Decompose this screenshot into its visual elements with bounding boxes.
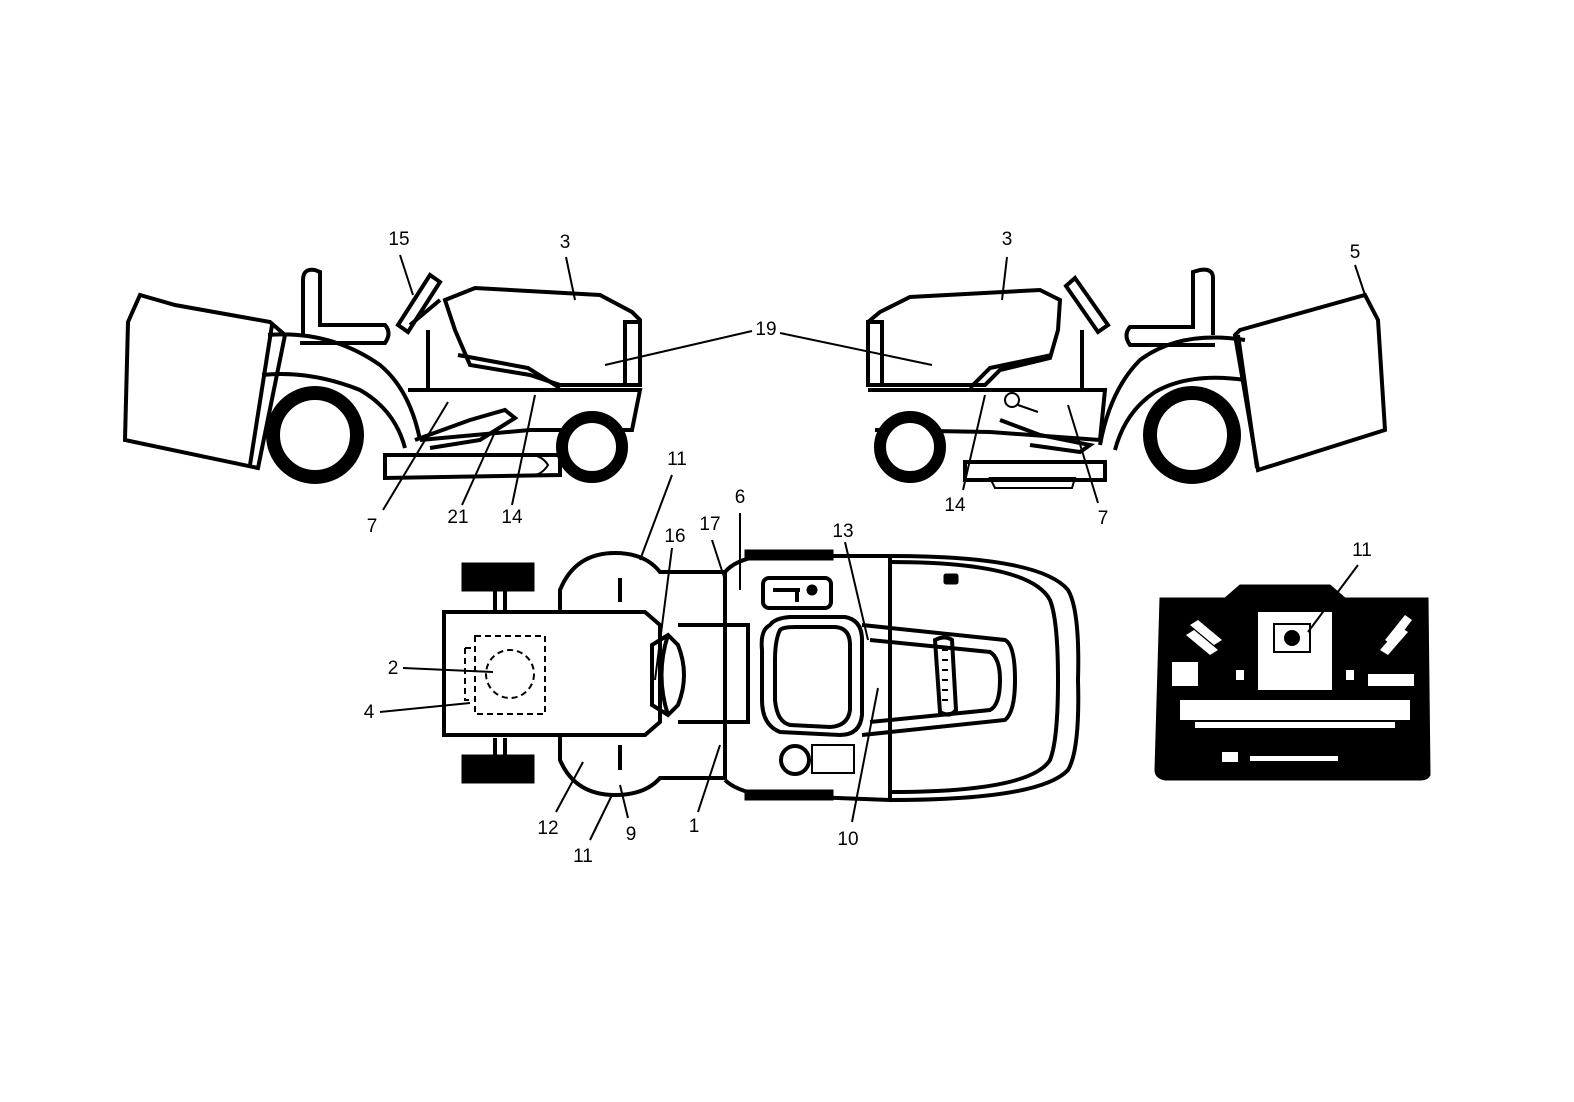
callout-label: 7 — [1098, 508, 1109, 529]
callout-label: 19 — [755, 319, 776, 340]
callout-label: 17 — [699, 514, 720, 535]
callout-label: 13 — [832, 521, 853, 542]
callout-label: 3 — [560, 232, 571, 253]
callout-label: 15 — [388, 229, 409, 250]
callout-label: 11 — [667, 449, 687, 470]
callout-label: 11 — [573, 846, 593, 867]
right-side-view — [866, 267, 1388, 489]
callout-label: 16 — [664, 526, 685, 547]
rear-view — [1154, 584, 1431, 781]
callout-label: 21 — [447, 507, 468, 528]
callout-label: 6 — [735, 487, 746, 508]
callout-label: 14 — [501, 507, 523, 528]
left-side-view — [122, 267, 643, 484]
callout-labels: 15 3 19 7 21 14 3 5 14 7 11 16 17 6 13 2… — [364, 229, 1372, 867]
callout-label: 3 — [1002, 229, 1013, 250]
top-view — [442, 549, 1081, 803]
callout-label: 4 — [364, 702, 375, 723]
callout-label: 14 — [944, 495, 966, 516]
callout-label: 7 — [367, 516, 378, 537]
callout-label: 5 — [1350, 242, 1361, 263]
callout-label: 1 — [689, 816, 700, 837]
leader-lines — [379, 254, 1366, 841]
callout-label: 12 — [537, 818, 558, 839]
callout-label: 9 — [626, 824, 637, 845]
callout-label: 10 — [837, 829, 858, 850]
callout-label: 2 — [388, 658, 399, 679]
callout-label: 11 — [1352, 540, 1372, 561]
